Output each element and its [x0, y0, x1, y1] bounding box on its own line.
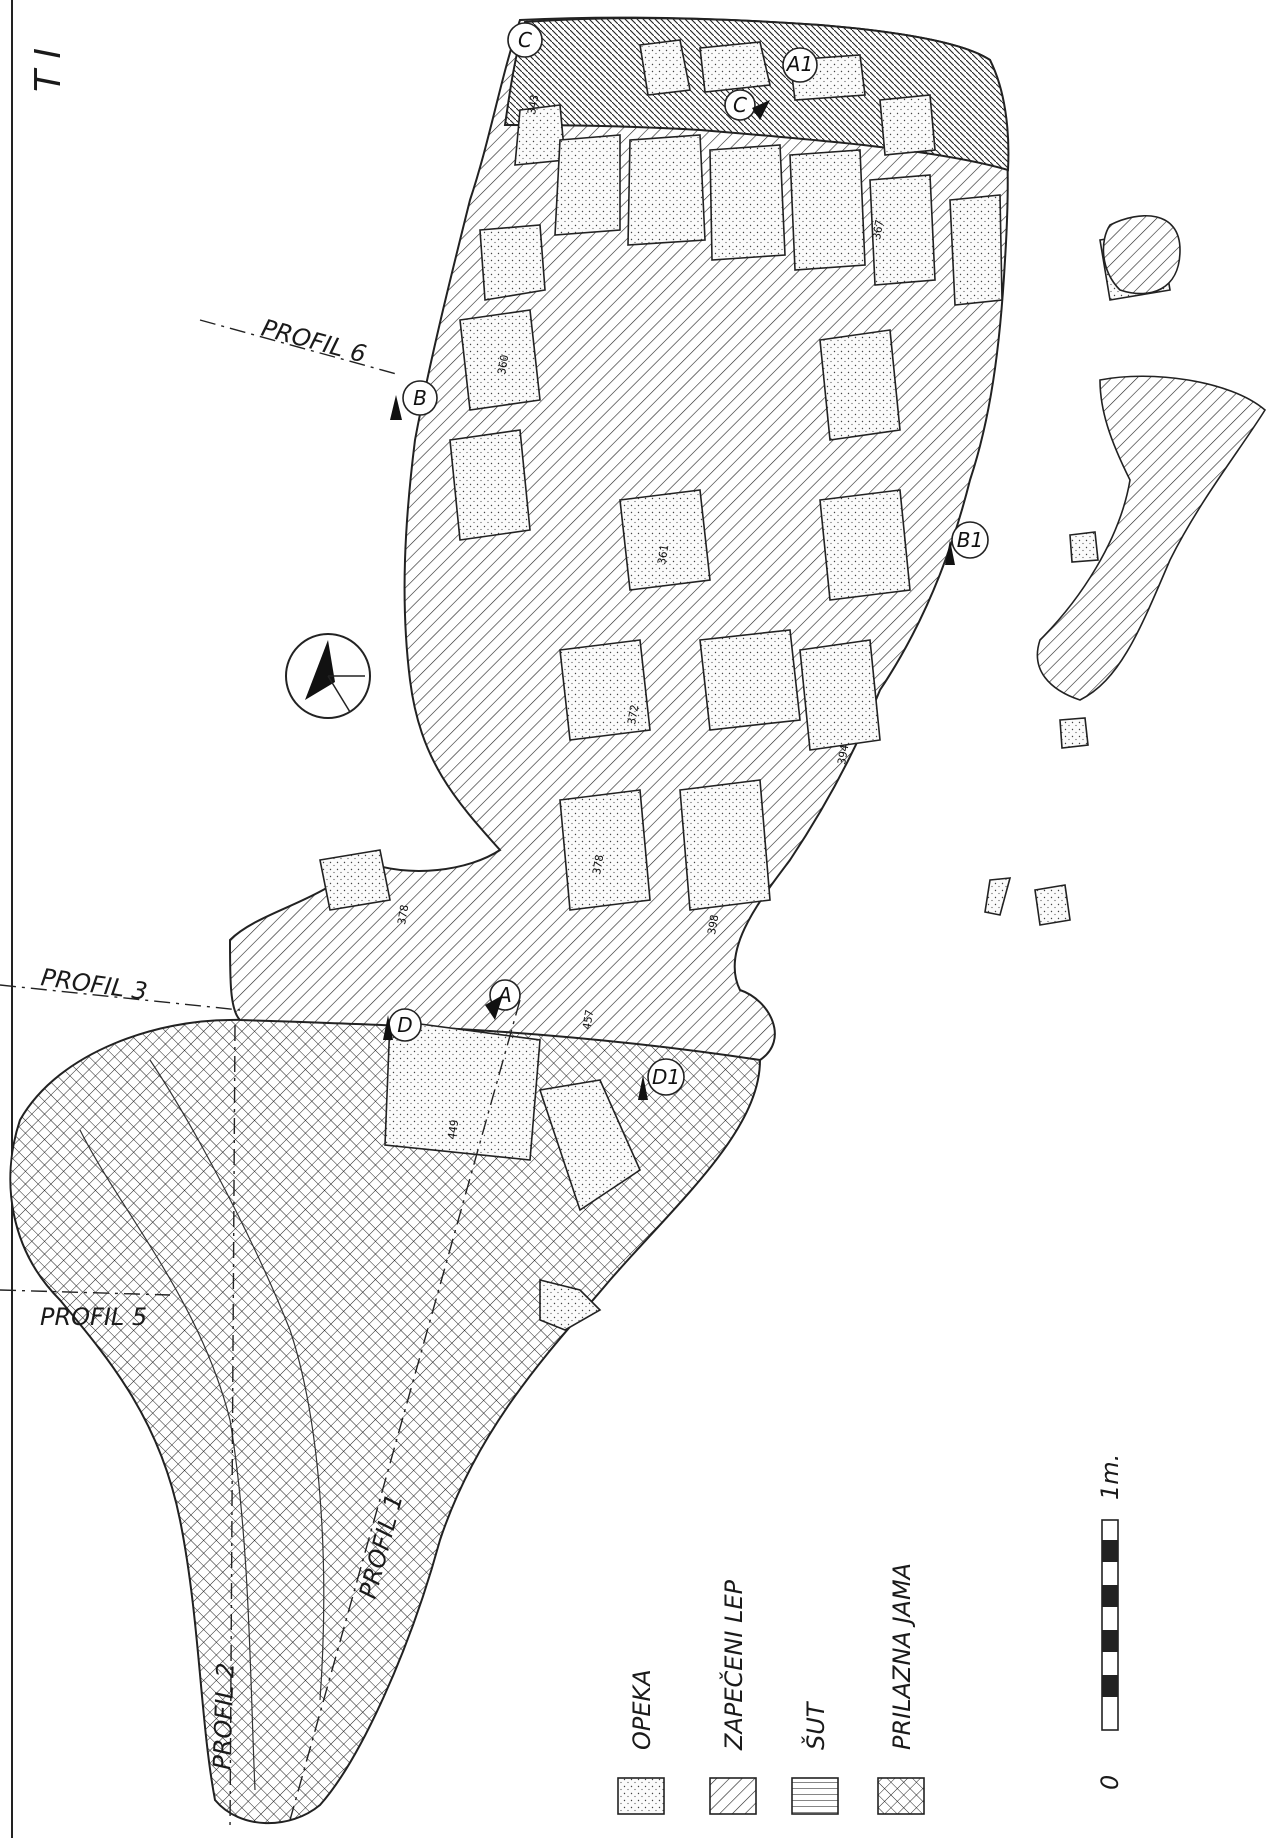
svg-text:C: C [518, 28, 532, 52]
brick [789, 149, 866, 271]
elevation-398: 398 [705, 914, 721, 936]
brick [639, 39, 691, 96]
arrow-icon [383, 1015, 393, 1040]
brick [627, 134, 706, 246]
arrow-icon [752, 100, 770, 120]
brick [699, 41, 771, 93]
north-arrow-icon [285, 633, 371, 719]
elevation-361: 361 [655, 544, 671, 566]
brick [699, 629, 801, 731]
profil-6-label: PROFIL 6 [258, 314, 369, 369]
brick [679, 779, 771, 911]
brick [449, 429, 531, 541]
brick [819, 329, 901, 441]
profil-2-label: PROFIL 2 [208, 1662, 240, 1770]
svg-text:D1: D1 [652, 1065, 680, 1089]
svg-text:D: D [397, 1013, 412, 1037]
brick [869, 174, 936, 286]
profil-1-line [289, 999, 521, 1821]
opeka-bricks [319, 39, 1171, 1331]
legend-swatch-zapeceni-lep [709, 1777, 757, 1815]
profil-5-label: PROFIL 5 [40, 1303, 147, 1331]
fragment-top-right [1102, 214, 1181, 295]
profil-5-line [0, 1289, 171, 1296]
svg-text:A1: A1 [785, 52, 813, 76]
brick [459, 309, 541, 411]
brick [319, 849, 391, 911]
legend-swatch-opeka [617, 1777, 665, 1815]
marker-a1: A1 [782, 47, 818, 83]
scale-bar: 0 1m. [1096, 1454, 1124, 1790]
brick [479, 224, 546, 301]
profil-2-line [229, 1024, 236, 1831]
brick [799, 639, 881, 751]
brick [1069, 531, 1099, 563]
brick [554, 134, 621, 236]
elevation-343: 343 [525, 94, 541, 116]
scale-end-label: 1m. [1096, 1454, 1124, 1500]
arrow-icon [390, 395, 402, 420]
profile-lines [0, 319, 521, 1831]
elevation-457: 457 [580, 1009, 596, 1031]
elevation-labels: 343 367 360 361 372 394 378 378 398 457 … [395, 94, 886, 1141]
profil-6-line [199, 319, 401, 376]
marker-b1: B1 [951, 521, 989, 559]
brick [709, 144, 786, 261]
profil-3-line [0, 984, 241, 1011]
legend-label-opeka: OPEKA [628, 1669, 656, 1750]
marker-c-top: C [507, 22, 543, 58]
brick [949, 194, 1003, 306]
marker-d: D [388, 1008, 422, 1042]
svg-text:B1: B1 [957, 528, 983, 552]
brick [1059, 717, 1089, 749]
marker-c-inner: C [724, 89, 756, 121]
marker-d1: D1 [647, 1058, 685, 1096]
brick [559, 789, 651, 911]
scale-start-label: 0 [1096, 1775, 1124, 1790]
brick [1034, 884, 1071, 926]
jama-contour-2 [149, 1059, 325, 1701]
jama-contour-1 [79, 1129, 256, 1791]
elevation-372: 372 [625, 704, 641, 726]
brick [819, 489, 911, 601]
elevation-367: 367 [870, 219, 886, 241]
elevation-378-a: 378 [395, 904, 411, 926]
legend-label-sut: ŠUT [800, 1700, 830, 1750]
brick [538, 1079, 642, 1212]
legend-swatch-prilazna-jama [877, 1777, 925, 1815]
svg-text:B: B [413, 386, 427, 410]
brick [984, 877, 1012, 916]
page-title: T I [28, 48, 69, 92]
brick [619, 489, 711, 591]
svg-text:C: C [733, 93, 747, 117]
brick [879, 94, 936, 156]
elevation-449: 449 [445, 1119, 461, 1141]
legend-label-prilazna-jama: PRILAZNA JAMA [888, 1563, 916, 1750]
brick [384, 1019, 541, 1161]
profil-3-label: PROFIL 3 [39, 963, 149, 1006]
brick [559, 639, 651, 741]
brick [514, 104, 566, 166]
section-markers: C A1 C B B1 D A D1 [383, 22, 989, 1100]
legend-swatch-sut [791, 1777, 839, 1815]
elevation-394: 394 [835, 743, 851, 765]
arrow-icon [638, 1075, 648, 1100]
legend: OPEKA ZAPEČENI LEP ŠUT PRILAZNA JAMA [617, 1563, 925, 1815]
legend-label-zapeceni-lep: ZAPEČENI LEP [718, 1579, 748, 1751]
brick [539, 1278, 602, 1331]
elevation-360: 360 [495, 354, 511, 376]
fragment-right-strip [1036, 375, 1267, 701]
marker-b: B [402, 380, 438, 416]
arrow-icon [945, 540, 955, 565]
arrow-icon [485, 995, 503, 1020]
elevation-378-b: 378 [590, 854, 606, 876]
